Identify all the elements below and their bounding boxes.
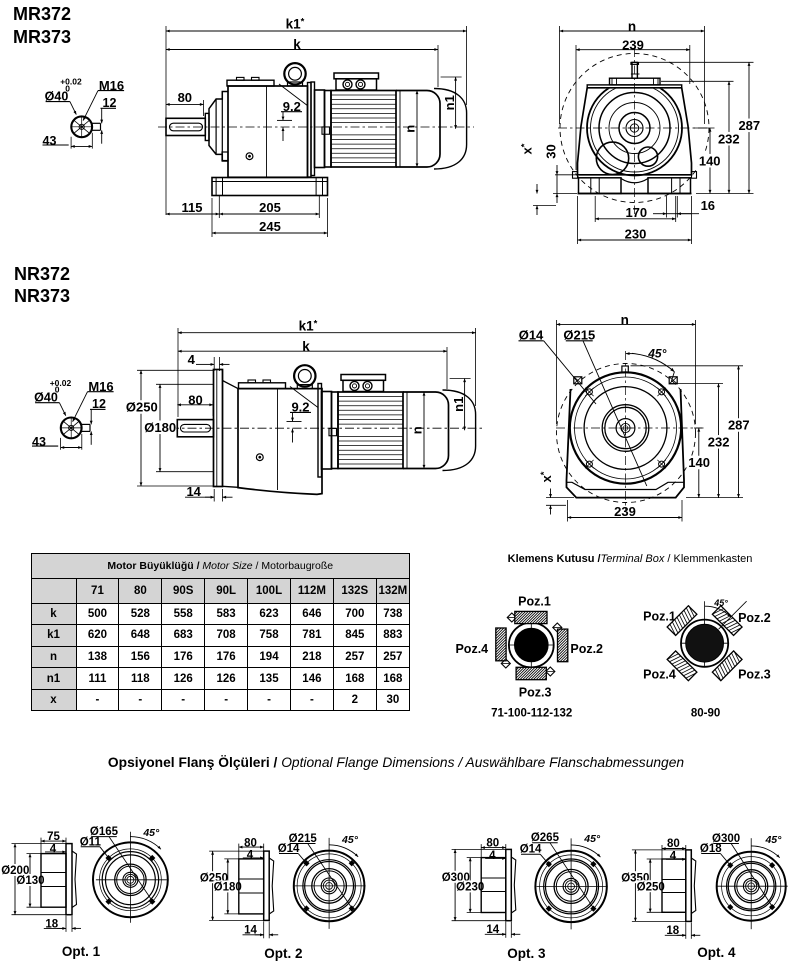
svg-text:Ø265: Ø265 — [531, 832, 560, 844]
svg-text:n: n — [410, 426, 425, 434]
svg-text:Ø230: Ø230 — [456, 882, 484, 894]
svg-text:Ø130: Ø130 — [16, 875, 44, 887]
svg-text:Ø14: Ø14 — [519, 327, 544, 342]
svg-text:0: 0 — [65, 83, 70, 93]
svg-text:Ø180: Ø180 — [214, 882, 242, 894]
svg-text:239: 239 — [622, 37, 644, 52]
svg-text:k: k — [302, 339, 310, 354]
svg-text:170: 170 — [625, 205, 647, 220]
svg-text:245: 245 — [259, 219, 281, 234]
svg-text:80: 80 — [244, 837, 257, 849]
svg-text:12: 12 — [103, 96, 117, 110]
svg-text:Ø165: Ø165 — [90, 826, 119, 838]
svg-text:Poz.3: Poz.3 — [519, 686, 552, 700]
svg-text:4: 4 — [247, 850, 254, 862]
svg-text:Poz.3: Poz.3 — [738, 668, 771, 682]
svg-text:140: 140 — [688, 455, 710, 470]
svg-text:0: 0 — [55, 385, 60, 395]
svg-text:43: 43 — [32, 435, 46, 449]
svg-text:n: n — [628, 19, 636, 34]
svg-text:287: 287 — [728, 418, 750, 433]
svg-text:Poz.2: Poz.2 — [738, 611, 771, 625]
svg-text:Poz.2: Poz.2 — [570, 642, 603, 656]
svg-text:Poz.1: Poz.1 — [643, 610, 676, 624]
svg-text:k: k — [293, 37, 301, 52]
svg-text:14: 14 — [186, 484, 201, 499]
svg-text:k1*: k1* — [299, 319, 318, 334]
svg-text:140: 140 — [699, 153, 721, 168]
svg-text:Ø40: Ø40 — [34, 391, 58, 405]
svg-text:n: n — [621, 313, 629, 328]
svg-text:14: 14 — [486, 924, 499, 936]
svg-text:M16: M16 — [99, 78, 124, 93]
svg-text:+0.02: +0.02 — [60, 77, 82, 87]
svg-text:4: 4 — [489, 850, 496, 862]
svg-text:16: 16 — [701, 198, 715, 213]
svg-text:287: 287 — [738, 118, 760, 133]
svg-text:Ø250: Ø250 — [126, 400, 158, 415]
svg-text:x*: x* — [520, 143, 535, 154]
svg-text:115: 115 — [182, 200, 203, 215]
svg-text:45°: 45° — [142, 827, 160, 839]
svg-text:Ø14: Ø14 — [278, 843, 300, 855]
svg-text:45°: 45° — [764, 834, 782, 846]
svg-text:80: 80 — [178, 90, 192, 105]
svg-text:4: 4 — [670, 851, 677, 863]
svg-text:9.2: 9.2 — [291, 399, 309, 414]
svg-text:Ø180: Ø180 — [144, 420, 176, 435]
svg-text:43: 43 — [43, 134, 57, 148]
svg-text:18: 18 — [45, 919, 58, 931]
svg-text:M16: M16 — [88, 379, 113, 394]
svg-text:230: 230 — [625, 226, 647, 241]
svg-text:45°: 45° — [713, 598, 728, 608]
svg-text:Poz.1: Poz.1 — [518, 595, 551, 609]
svg-text:Poz.4: Poz.4 — [643, 668, 676, 682]
svg-text:4: 4 — [50, 843, 57, 855]
svg-text:232: 232 — [708, 434, 730, 449]
svg-text:45°: 45° — [583, 833, 601, 845]
svg-text:+0.02: +0.02 — [50, 378, 72, 388]
svg-text:k1*: k1* — [286, 17, 305, 32]
svg-text:239: 239 — [614, 504, 636, 519]
svg-text:45°: 45° — [341, 834, 359, 846]
svg-text:45°: 45° — [647, 347, 666, 361]
svg-text:30: 30 — [543, 144, 558, 158]
svg-text:x*: x* — [539, 471, 554, 482]
svg-text:9.2: 9.2 — [283, 99, 301, 114]
svg-text:14: 14 — [244, 925, 257, 937]
svg-text:Ø18: Ø18 — [700, 843, 722, 855]
svg-text:71-100-112-132: 71-100-112-132 — [491, 707, 572, 719]
svg-text:18: 18 — [666, 925, 679, 937]
svg-text:n1: n1 — [451, 397, 466, 412]
svg-text:Ø215: Ø215 — [563, 327, 595, 342]
svg-text:Ø11: Ø11 — [80, 836, 102, 848]
svg-text:n: n — [403, 125, 418, 133]
svg-text:Poz.4: Poz.4 — [455, 642, 488, 656]
svg-text:Ø215: Ø215 — [289, 833, 318, 845]
svg-text:n1: n1 — [442, 95, 457, 110]
svg-text:Ø250: Ø250 — [637, 881, 665, 893]
svg-text:80-90: 80-90 — [691, 707, 720, 719]
svg-text:Ø14: Ø14 — [520, 844, 542, 856]
svg-text:232: 232 — [718, 131, 740, 146]
svg-text:12: 12 — [92, 397, 106, 411]
svg-text:Ø40: Ø40 — [45, 90, 69, 104]
svg-text:205: 205 — [259, 200, 281, 215]
svg-text:4: 4 — [188, 352, 196, 367]
svg-text:Ø300: Ø300 — [712, 833, 740, 845]
